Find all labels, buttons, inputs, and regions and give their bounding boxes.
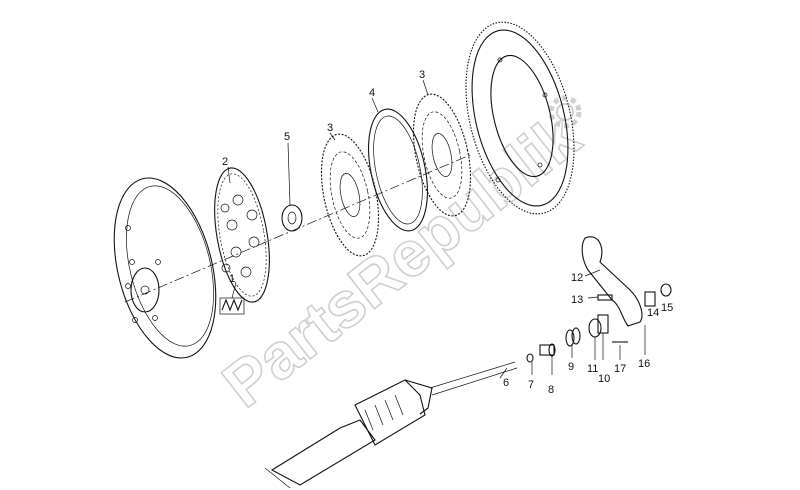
part-15-clip [660, 283, 672, 297]
callout-4: 4 [369, 87, 375, 99]
watermark: PartsRepublik [208, 95, 594, 422]
callout-16: 16 [638, 358, 650, 370]
callout-3a: 3 [327, 122, 333, 134]
callout-14: 14 [647, 307, 659, 319]
callout-3b: 3 [419, 69, 425, 81]
flywheel-housing [113, 177, 217, 359]
part-14-pin [644, 291, 656, 307]
callout-13: 13 [571, 294, 583, 306]
callout-15: 15 [661, 302, 673, 314]
callout-10: 10 [598, 373, 610, 385]
callout-5: 5 [284, 131, 290, 143]
part-3-friction-disc-2 [412, 93, 472, 217]
callout-12: 12 [571, 272, 583, 284]
part-2-perforated-plate [214, 167, 270, 303]
part-4-plain-disc [368, 108, 428, 232]
part-1-spring [219, 297, 245, 315]
part-8-pin [539, 343, 556, 357]
callout-11: 11 [587, 363, 598, 375]
part-9-washer [565, 327, 581, 347]
callout-17: 17 [614, 363, 626, 375]
part-12-lever [581, 236, 643, 327]
callout-1: 1 [229, 273, 235, 285]
callout-6: 6 [503, 377, 509, 389]
splined-shaft [264, 361, 518, 489]
leader-lines [227, 79, 646, 379]
part-7-washer [526, 353, 534, 363]
part-13-screw [597, 294, 613, 301]
callout-8: 8 [548, 384, 554, 396]
callout-7: 7 [528, 379, 534, 391]
part-11-bearing [588, 314, 609, 338]
callout-9: 9 [568, 361, 574, 373]
callout-2: 2 [222, 156, 228, 168]
watermark-text: PartsRepublik [209, 99, 593, 421]
part-5-nut [281, 204, 303, 232]
ring-gear [465, 21, 575, 215]
